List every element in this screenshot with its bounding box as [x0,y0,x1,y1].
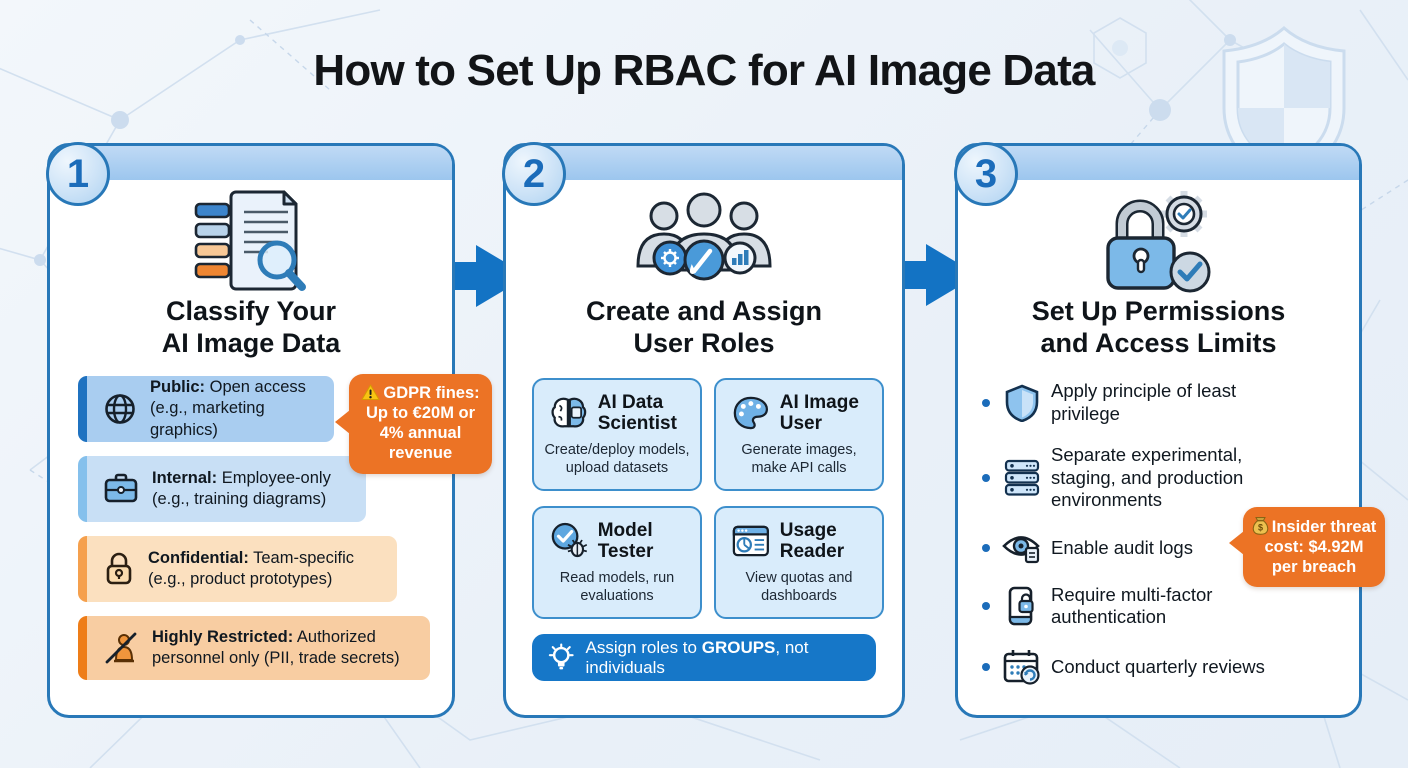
role-card-ai-data-scientist: AI Data Scientist Create/deploy models, … [532,378,702,491]
role-desc: Generate images, make API calls [741,441,857,477]
step-panel-classify: 1 Classify Your AI Image Data [46,142,455,718]
classification-item-public: Public: Open access (e.g., marketing gra… [78,376,334,442]
role-name: Model Tester [597,520,654,563]
classification-text: Public: Open access (e.g., marketing gra… [150,377,306,439]
palette-icon [733,397,769,430]
globe-icon [105,394,135,424]
money-bag-icon: $ [1252,517,1269,535]
classification-list: Public: Open access (e.g., marketing gra… [78,376,430,694]
classification-text: Confidential: Team-specific (e.g., produ… [148,548,354,588]
tip-banner: Assign roles to GROUPS, not individuals [532,634,876,681]
server-icon [1004,459,1040,496]
insider-callout: $ Insider threat cost: $4.92M per breach [1229,507,1385,588]
person-slash-icon [105,632,137,664]
lock-icon [106,552,132,585]
tip-text: Assign roles to GROUPS, not individuals [585,637,809,677]
step-title: Create and Assign User Roles [585,296,823,358]
page-title: How to Set Up RBAC for AI Image Data [313,46,1095,95]
lightbulb-icon [548,643,574,669]
role-card-usage-reader: Usage Reader View quotas and dashboards [714,506,884,619]
user-group-icon [636,192,772,281]
bullet-mfa: Require multi-factor authentication [982,584,1342,629]
bullet-dot [982,473,990,482]
panel-header-bar [958,146,1359,180]
bullet-least-privilege: Apply principle of least privilege [982,380,1342,425]
role-name: AI Image User [779,392,859,435]
classification-text: Internal: Employee-only (e.g., training … [152,468,331,508]
bullet-audit-logs: Enable audit logs [982,531,1342,565]
role-cards: AI Data Scientist Create/deploy models, … [532,378,884,619]
shield-icon [1005,384,1039,422]
bullet-separate-environments: Separate experimental, staging, and prod… [982,444,1342,512]
role-card-ai-image-user: AI Image User Generate images, make API … [714,378,884,491]
gdpr-callout: GDPR fines: Up to €20M or 4% annual reve… [335,374,492,474]
classification-item-confidential: Confidential: Team-specific (e.g., produ… [78,536,397,602]
step-title: Classify Your AI Image Data [161,296,341,358]
phone-lock-icon [1008,587,1034,626]
step-title: Set Up Permissions and Access Limits [1031,296,1286,358]
warning-icon [361,384,380,400]
bullet-quarterly-reviews: Conduct quarterly reviews [982,648,1342,686]
role-desc: Read models, run evaluations [559,569,675,605]
panel-header-bar [50,146,452,180]
step-panel-permissions: 3 Set Up Permissions and Access Limits [954,142,1362,718]
role-name: AI Data Scientist [597,392,677,435]
permission-bullets: Apply principle of least privilege Separ… [982,380,1342,705]
bullet-dot [982,662,990,671]
dashboard-icon [732,525,769,557]
arrow-step1-to-step2-icon [428,245,528,307]
role-desc: View quotas and dashboards [745,569,853,605]
step-number-badge: 3 [954,142,1018,206]
bullet-dot [982,543,990,552]
calendar-review-icon [1003,649,1040,685]
model-test-icon [551,523,588,558]
role-card-model-tester: Model Tester Read models, run evaluation… [532,506,702,619]
panel-header-bar [506,146,902,180]
audit-eye-icon [1002,536,1040,563]
document-classify-icon [194,190,306,291]
step-panel-roles: 2 Create and Assign User Roles [502,142,905,718]
svg-text:$: $ [1258,523,1263,533]
hexagon-decor [1093,17,1147,79]
classification-item-highly-restricted: Highly Restricted: Authorized personnel … [78,616,430,680]
step-number-badge: 2 [502,142,566,206]
role-desc: Create/deploy models, upload datasets [544,441,690,477]
brain-icon [551,397,587,428]
arrow-step2-to-step3-icon [878,244,978,306]
classification-text: Highly Restricted: Authorized personnel … [152,627,400,667]
briefcase-icon [104,473,138,503]
bullet-dot [982,602,990,611]
bullet-dot [982,398,990,407]
classification-item-internal: Internal: Employee-only (e.g., training … [78,456,366,522]
lock-gear-icon [1105,191,1210,293]
step-number-badge: 1 [46,142,110,206]
role-name: Usage Reader [779,520,845,563]
